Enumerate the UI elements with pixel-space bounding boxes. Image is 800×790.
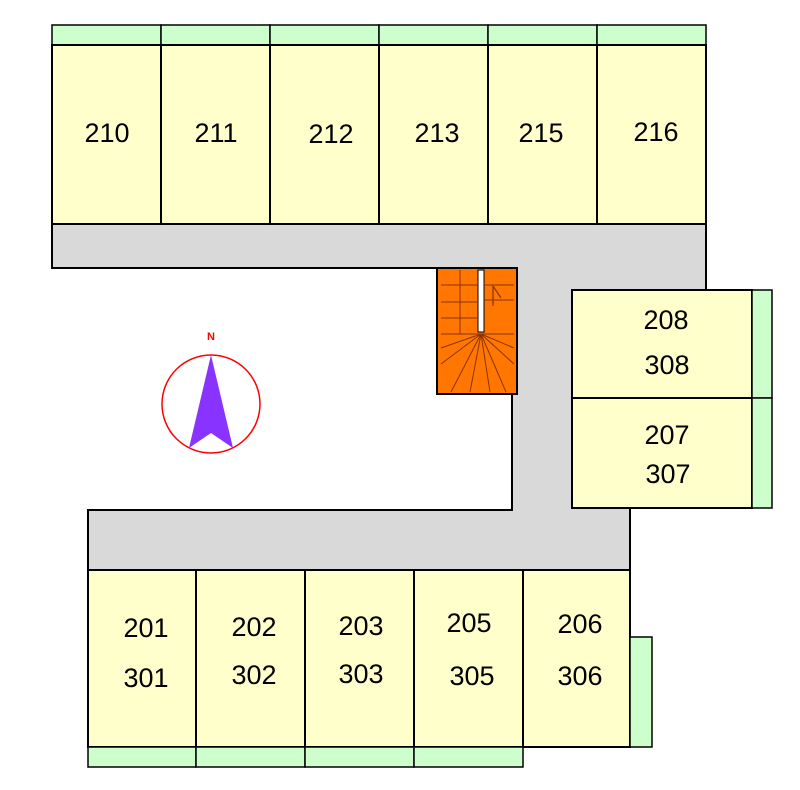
unit-216[interactable]: 216 [596,44,707,225]
unit-label-upper-floor: 303 [338,659,383,689]
unit-room[interactable] [87,569,197,748]
balcony [751,397,773,509]
compass-north-label: N [207,331,215,343]
balcony [269,24,380,46]
unit-label: 202 [231,612,276,642]
unit-210[interactable]: 210 [51,44,162,225]
unit-215[interactable]: 215 [487,44,598,225]
balcony [378,24,489,46]
unit-label-upper-floor: 302 [231,660,276,690]
unit-label-upper-floor: 308 [644,350,689,380]
unit-label-upper-floor: 306 [557,661,602,691]
balcony [629,636,653,748]
bottom-units: 201 301 202 302 203 303 205 305 206 306 [87,569,631,748]
unit-room[interactable] [413,569,524,748]
right-units: 208 308 207 307 [571,289,773,509]
unit-room[interactable] [487,44,598,225]
unit-label: 211 [194,118,237,148]
unit-room[interactable] [304,569,415,748]
unit-212[interactable]: 212 [269,44,380,225]
unit-label-upper-floor: 305 [449,661,494,691]
bottom-balconies [87,636,653,768]
unit-label: 213 [414,118,459,148]
unit-203[interactable]: 203 303 [304,569,415,748]
unit-label: 208 [643,305,688,335]
unit-211[interactable]: 211 [160,44,271,225]
top-units: 210 211 212 213 215 216 [51,44,707,225]
balcony [596,24,707,46]
unit-room[interactable] [195,569,306,748]
unit-label-upper-floor: 307 [645,459,690,489]
compass: N [161,331,261,454]
unit-206[interactable]: 206 306 [522,569,631,748]
balcony [304,746,415,768]
unit-label-upper-floor: 301 [123,663,168,693]
top-balconies [51,24,707,46]
balcony [51,24,162,46]
unit-202[interactable]: 202 302 [195,569,306,748]
unit-208[interactable]: 208 308 [571,289,753,399]
balcony [413,746,524,768]
unit-label: 203 [338,611,383,641]
stair-treads [440,270,515,393]
unit-207[interactable]: 207 307 [571,397,753,509]
unit-label: 205 [446,608,491,638]
north-arrow-icon [189,355,233,448]
unit-room[interactable] [596,44,707,225]
unit-room[interactable] [522,569,631,748]
unit-201[interactable]: 201 301 [87,569,197,748]
unit-label: 215 [518,118,563,148]
unit-room[interactable] [160,44,271,225]
stair-well [477,269,485,333]
unit-label: 216 [633,117,678,147]
balcony [195,746,306,768]
unit-room[interactable] [571,289,753,399]
unit-room[interactable] [571,397,753,509]
unit-label: 206 [557,609,602,639]
balcony [751,289,773,399]
stair-direction-arrow [492,284,502,306]
balcony [87,746,197,768]
unit-label: 210 [84,118,129,148]
unit-label: 212 [308,119,353,149]
unit-label: 207 [644,420,689,450]
stair-outer [436,267,518,395]
unit-213[interactable]: 213 [378,44,489,225]
unit-label: 201 [123,613,168,643]
balcony [160,24,271,46]
unit-205[interactable]: 205 305 [413,569,524,748]
staircase [436,267,518,395]
balcony [487,24,598,46]
